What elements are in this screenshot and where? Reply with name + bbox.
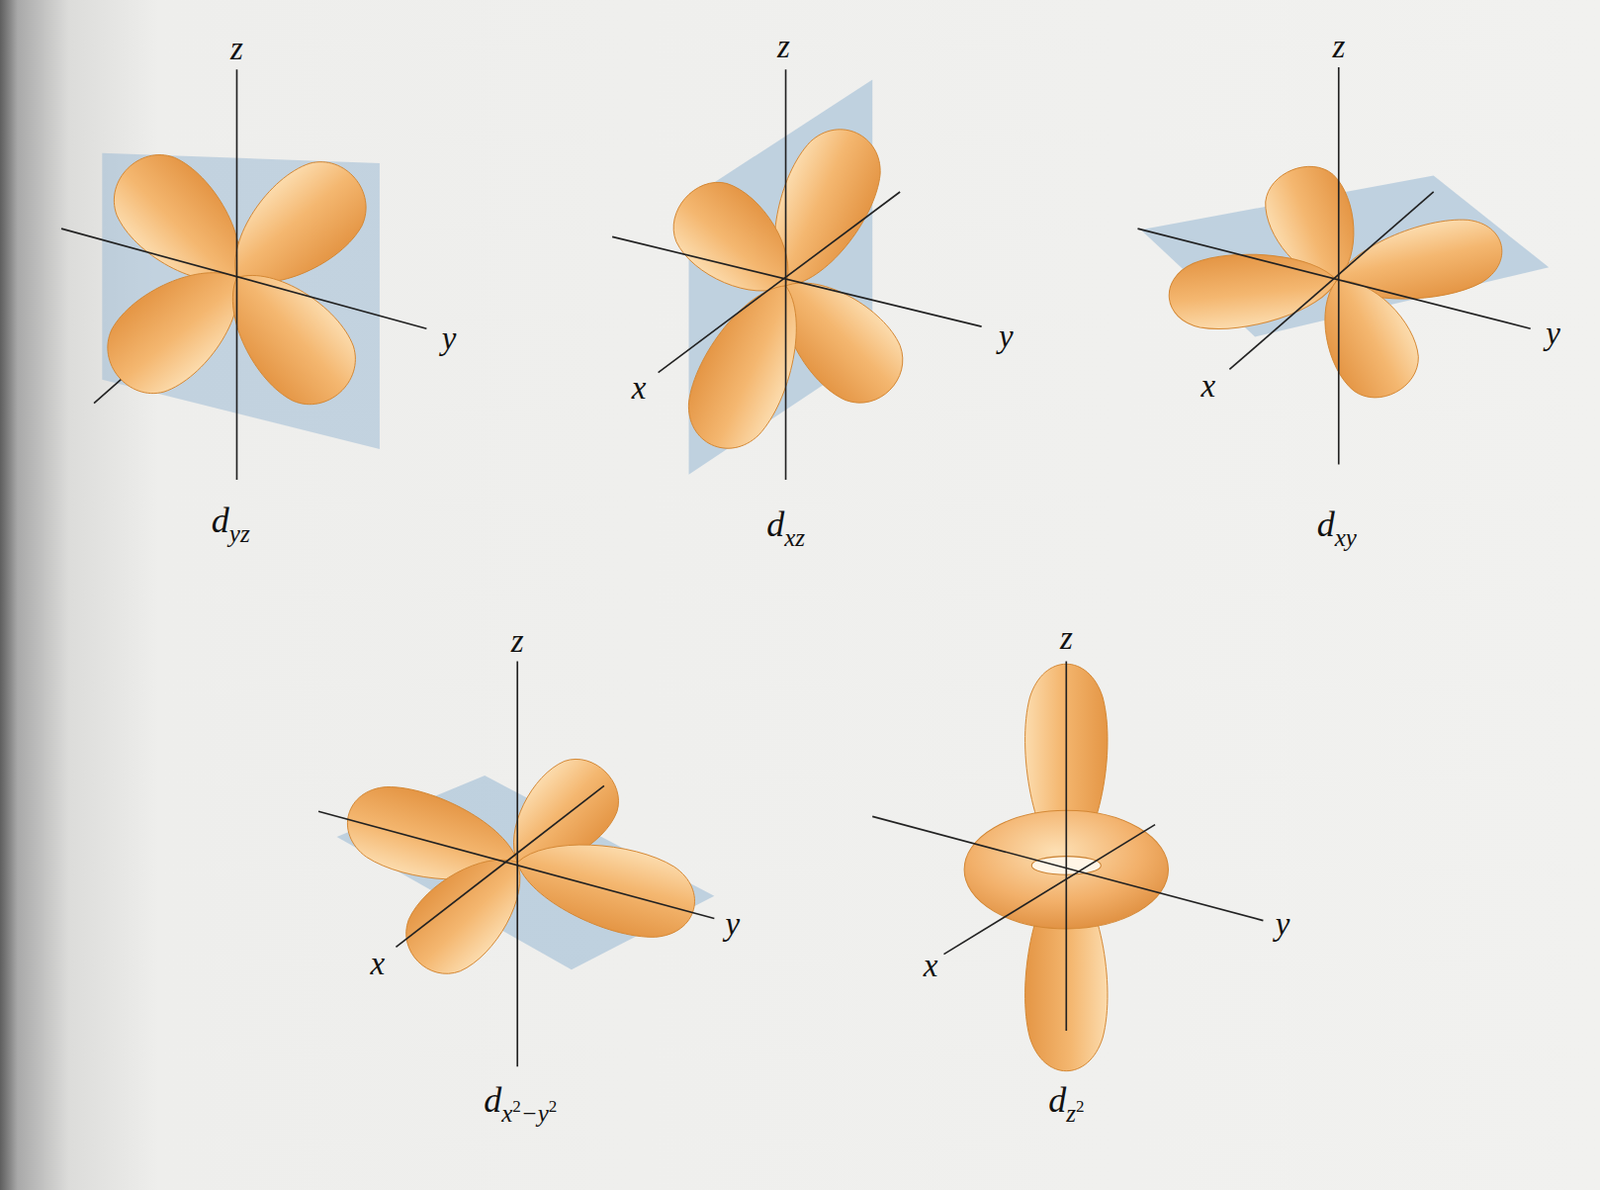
dxy-orbital <box>1138 67 1550 464</box>
axis-label: y <box>1545 317 1561 351</box>
orbital-symbol: 2 <box>512 1096 522 1116</box>
orbital-symbol: z <box>1066 1099 1076 1127</box>
axis-label: y <box>725 907 741 941</box>
axis-letter: z <box>230 30 244 67</box>
orbital-symbol: x <box>501 1099 513 1127</box>
orbital-symbol: y <box>537 1099 549 1127</box>
axis-letter: y <box>998 318 1014 355</box>
axis-letter: z <box>1060 620 1073 656</box>
axis-label: x <box>1200 369 1216 403</box>
axis-letter: x <box>1200 367 1216 404</box>
axis-letter: z <box>777 28 791 65</box>
orbital-symbol: xz <box>784 524 805 551</box>
dyz-orbital <box>61 69 427 480</box>
dz2-orbital <box>872 661 1263 1071</box>
dx2y2-orbital <box>318 661 714 1067</box>
axis-label: y <box>1275 907 1291 941</box>
orbital-symbol: − <box>521 1099 538 1127</box>
orbital-label: dz2 <box>1048 1081 1084 1118</box>
axis-letter: y <box>725 905 741 942</box>
axis-label: z <box>1060 622 1073 655</box>
axis-letter: x <box>923 947 939 983</box>
axis-label: x <box>369 947 385 980</box>
orbital-symbol: d <box>483 1079 502 1120</box>
orbital-symbol: d <box>766 504 785 544</box>
axis-label: z <box>1332 30 1345 64</box>
orbital-symbol: yz <box>229 520 251 547</box>
axis-letter: y <box>442 320 457 356</box>
axis-letter: x <box>631 369 647 406</box>
orbital-label: dx2−y2 <box>483 1081 557 1118</box>
orbital-label: dxy <box>1317 506 1357 542</box>
axis-letter: z <box>511 622 525 659</box>
orbital-label: dyz <box>211 502 251 538</box>
axis-letter: y <box>1275 905 1291 942</box>
orbital-symbol: 2 <box>1075 1096 1085 1116</box>
dxz-orbital <box>612 69 981 480</box>
axis-letter: x <box>369 945 385 981</box>
axis-label: y <box>442 322 457 356</box>
axis-label: z <box>230 32 244 66</box>
orbital-symbol: 2 <box>548 1096 558 1116</box>
axis-label: z <box>777 30 791 64</box>
axis-label: x <box>631 371 647 405</box>
axis-letter: y <box>1545 315 1561 352</box>
axis-letter: z <box>1332 28 1345 65</box>
orbital-symbol: d <box>211 500 230 540</box>
axis-label: y <box>998 320 1014 354</box>
orbital-symbol: d <box>1317 504 1335 544</box>
axis-label: z <box>511 624 525 658</box>
orbital-label: dxz <box>766 506 805 542</box>
axis-label: x <box>923 949 939 982</box>
orbital-symbol: d <box>1048 1079 1067 1120</box>
orbital-symbol: xy <box>1334 524 1357 551</box>
